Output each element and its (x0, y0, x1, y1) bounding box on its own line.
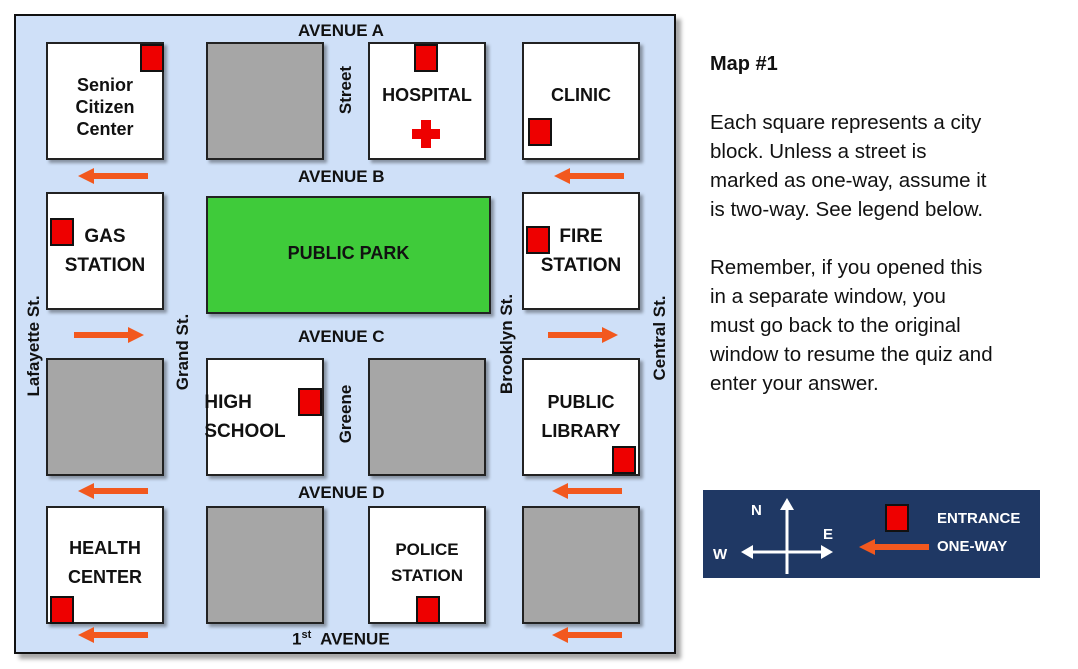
block-senior-citizen-center: Senior Citizen Center (46, 42, 164, 160)
block-fire-station: FIRE STATION (522, 192, 640, 310)
block-public-library: PUBLIC LIBRARY (522, 358, 640, 476)
block-label: HIGH SCHOOL (204, 392, 286, 442)
block-empty (46, 358, 164, 476)
entrance-marker-icon (528, 118, 552, 146)
entrance-marker-icon (140, 44, 164, 72)
street-label-avenue-c: AVENUE C (298, 327, 385, 346)
city-map: Senior Citizen Center HOSPITAL CLINIC GA… (14, 14, 676, 654)
block-public-park: PUBLIC PARK (206, 196, 491, 314)
block-label: PUBLIC LIBRARY (541, 392, 621, 441)
entrance-marker-icon (885, 504, 909, 532)
block-label: GAS STATION (64, 226, 146, 276)
one-way-arrow-icon (552, 483, 622, 499)
street-label-central: Central St. (650, 295, 669, 381)
block-hospital: HOSPITAL (368, 42, 486, 160)
entrance-marker-icon (526, 226, 550, 254)
block-high-school: HIGH SCHOOL (204, 358, 324, 476)
first-avenue-number: 1 (292, 629, 302, 649)
block-label: HOSPITAL (382, 84, 472, 105)
block-empty (206, 506, 324, 624)
block-gas-station: GAS STATION (46, 192, 164, 310)
block-health-center: HEALTH CENTER (46, 506, 164, 624)
legend-entrance-label: ENTRANCE (937, 510, 1021, 527)
entrance-marker-icon (414, 44, 438, 72)
block-label: PUBLIC PARK (287, 242, 410, 263)
compass-west-label: W (713, 546, 728, 563)
one-way-arrow-icon (859, 539, 929, 555)
block-label: POLICE STATION (390, 540, 464, 585)
entrance-marker-icon (416, 596, 440, 624)
entrance-marker-icon (612, 446, 636, 474)
street-label-lafayette: Lafayette St. (24, 295, 43, 397)
first-avenue-word: AVENUE (320, 629, 390, 649)
block-empty (522, 506, 640, 624)
entrance-marker-icon (298, 388, 322, 416)
street-label-first-avenue: 1st AVENUE (292, 629, 390, 650)
one-way-arrow-icon (74, 327, 144, 343)
entrance-marker-icon (50, 596, 74, 624)
one-way-arrow-icon (554, 168, 624, 184)
map-title: Map #1 (710, 53, 778, 75)
block-police-station: POLICE STATION (368, 506, 486, 624)
street-label-greene: Greene (336, 384, 355, 444)
block-label: FIRE STATION (540, 226, 622, 276)
street-label-brooklyn: Brooklyn St. (497, 293, 516, 395)
block-label: HEALTH CENTER (67, 538, 142, 587)
compass-east-label: E (823, 526, 834, 543)
block-clinic: CLINIC (522, 42, 640, 160)
legend-one-way-label: ONE-WAY (937, 538, 1008, 555)
one-way-arrow-icon (78, 483, 148, 499)
legend: N E W ENTRANCE ONE-WAY (703, 490, 1040, 578)
one-way-arrow-icon (548, 327, 618, 343)
street-label-avenue-b: AVENUE B (298, 167, 385, 186)
street-label-street: Street (336, 65, 355, 115)
first-avenue-suffix: st (301, 629, 312, 641)
one-way-arrow-icon (78, 168, 148, 184)
one-way-arrow-icon (78, 627, 148, 643)
instructions-paragraph: Each square represents a city block. Unl… (710, 111, 987, 221)
red-cross-icon (412, 120, 440, 148)
block-label: CLINIC (551, 84, 611, 105)
entrance-marker-icon (50, 218, 74, 246)
reminder-paragraph: Remember, if you opened this in a separa… (710, 256, 993, 395)
street-label-avenue-a: AVENUE A (298, 21, 384, 40)
block-empty (206, 42, 324, 160)
street-label-avenue-d: AVENUE D (298, 483, 385, 502)
block-empty (368, 358, 486, 476)
street-label-grand: Grand St. (173, 313, 192, 391)
compass-north-label: N (751, 502, 762, 519)
compass-icon (741, 498, 833, 574)
one-way-arrow-icon (552, 627, 622, 643)
block-label: Senior Citizen Center (75, 75, 135, 139)
